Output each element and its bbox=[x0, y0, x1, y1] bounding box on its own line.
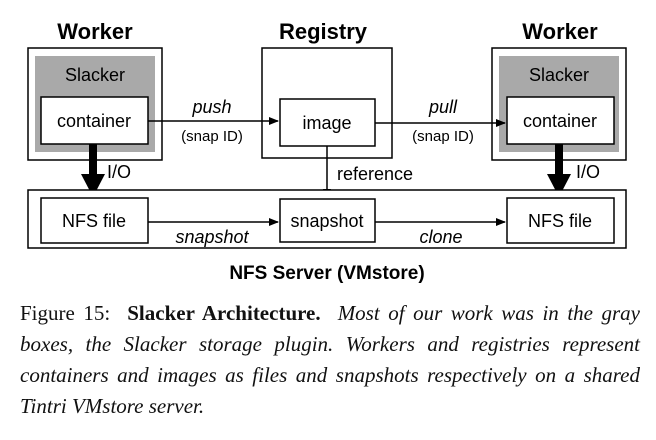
figure-number: Figure 15: bbox=[20, 301, 111, 325]
clone-arrow-label: clone bbox=[419, 227, 462, 247]
container-left-box bbox=[40, 96, 149, 145]
registry-title: Registry bbox=[279, 19, 368, 44]
io-left-label: I/O bbox=[107, 162, 131, 182]
image-label: image bbox=[302, 113, 351, 133]
reference-label: reference bbox=[337, 164, 413, 184]
figure-caption: Figure 15: Slacker Architecture. Most of… bbox=[20, 298, 640, 422]
snapshot-arrow-label: snapshot bbox=[175, 227, 249, 247]
io-right-label: I/O bbox=[576, 162, 600, 182]
nfs-file-left-label: NFS file bbox=[62, 211, 126, 231]
push-label: push bbox=[191, 97, 231, 117]
pull-label: pull bbox=[428, 97, 458, 117]
container-left-label: container bbox=[57, 111, 131, 131]
slacker-right-label: Slacker bbox=[529, 65, 589, 85]
snapshot-box bbox=[279, 198, 376, 243]
snapshot-box-label: snapshot bbox=[290, 211, 363, 231]
pull-sub-label: (snap ID) bbox=[412, 128, 474, 145]
figure-body: Most of our work was in the gray boxes, … bbox=[20, 301, 640, 418]
io-right-arrow bbox=[547, 144, 571, 197]
worker-left-title: Worker bbox=[57, 19, 133, 44]
nfs-file-right-label: NFS file bbox=[528, 211, 592, 231]
io-left-arrow bbox=[81, 144, 105, 197]
container-right-box bbox=[506, 96, 615, 145]
architecture-diagram: Worker Slacker container Registry image … bbox=[27, 19, 627, 284]
nfs-server-title: NFS Server (VMstore) bbox=[229, 263, 424, 284]
figure-title: Slacker Architecture. bbox=[127, 301, 321, 325]
worker-right-title: Worker bbox=[522, 19, 598, 44]
nfs-file-right-box bbox=[506, 197, 615, 244]
slacker-left-label: Slacker bbox=[65, 65, 125, 85]
nfs-file-left-box bbox=[40, 197, 149, 244]
push-sub-label: (snap ID) bbox=[181, 128, 243, 145]
container-right-label: container bbox=[523, 111, 597, 131]
